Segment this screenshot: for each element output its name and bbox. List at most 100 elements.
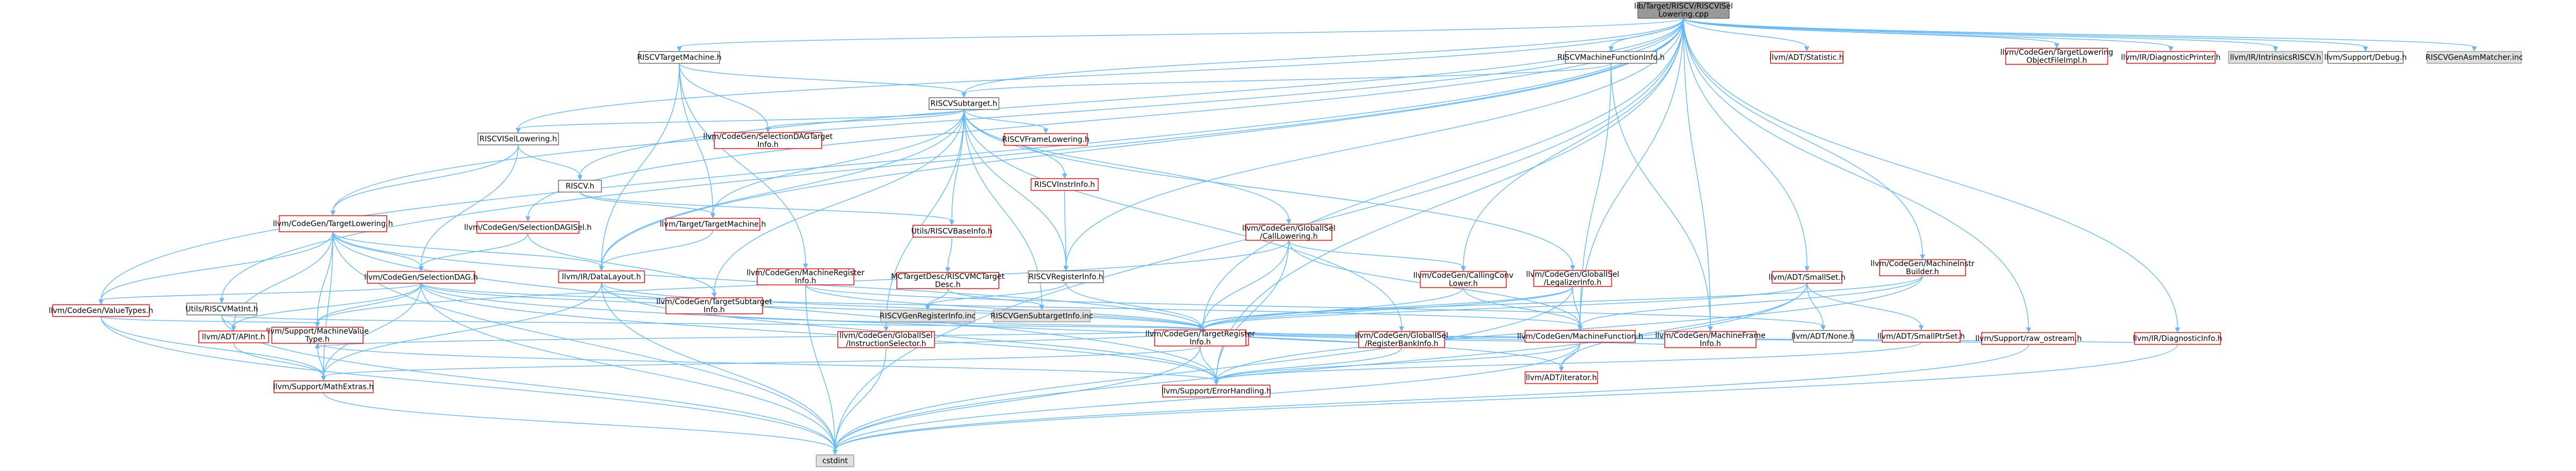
node-cstdint[interactable]: cstdint xyxy=(816,454,854,467)
node-label: lib/Target/RISCV/RISCVISel xyxy=(1634,2,1733,11)
dependency-edge xyxy=(579,192,955,226)
node-instrinfo[interactable]: RISCVInstrInfo.h xyxy=(1031,178,1099,191)
node-box xyxy=(928,97,999,110)
node-box xyxy=(1664,331,1757,348)
node-label: llvm/Support/MathExtras.h xyxy=(273,383,374,392)
node-frame[interactable]: RISCVFrameLowering.h xyxy=(1002,133,1090,146)
node-box xyxy=(1770,51,1844,64)
dependency-edge xyxy=(1683,18,2368,52)
node-label: /RegisterBankInfo.h xyxy=(1365,340,1438,348)
node-smallset[interactable]: llvm/ADT/SmallSet.h xyxy=(1768,271,1846,284)
node-smallptrset[interactable]: llvm/ADT/SmallPtrSet.h xyxy=(1877,330,1965,343)
node-tlowering[interactable]: llvm/CodeGen/TargetLowering.h xyxy=(273,215,393,232)
node-rvmfi[interactable]: RISCVMachineFunctionInfo.h xyxy=(1557,51,1665,64)
node-mathextras[interactable]: llvm/Support/MathExtras.h xyxy=(273,380,374,393)
dependency-edge xyxy=(332,231,424,272)
dependency-edge xyxy=(1608,18,1684,52)
node-targetmachine[interactable]: llvm/Target/TargetMachine.h xyxy=(660,218,766,231)
node-errorhandling[interactable]: llvm/Support/ErrorHandling.h xyxy=(1162,385,1271,398)
dependency-edge xyxy=(1610,63,1713,332)
node-box xyxy=(1028,270,1104,283)
node-intrinsics[interactable]: llvm/IR/IntrinsicsRISCV.h xyxy=(2228,51,2323,64)
node-reginfo-h[interactable]: RISCVRegisterInfo.h xyxy=(1028,270,1104,283)
node-statistic[interactable]: llvm/ADT/Statistic.h xyxy=(1769,51,1844,64)
node-label: llvm/CodeGen/SelectionDAGTarget xyxy=(703,133,833,141)
dependency-edge xyxy=(599,63,680,271)
node-label: llvm/CodeGen/TargetSubtarget xyxy=(656,298,772,306)
node-rvtm[interactable]: RISCVTargetMachine.h xyxy=(637,51,722,64)
dependency-edge xyxy=(1683,18,2180,333)
node-debug[interactable]: llvm/Support/Debug.h xyxy=(2324,51,2407,64)
dependency-edge xyxy=(961,63,1612,98)
node-root[interactable]: lib/Target/RISCV/RISCVISelLowering.cpp xyxy=(1634,2,1733,19)
node-label: RISCVMachineFunctionInfo.h xyxy=(1557,54,1665,62)
dependency-edge xyxy=(321,345,1201,381)
dependency-edge xyxy=(1806,283,1826,331)
node-label: MCTargetDesc/RISCVMCTarget xyxy=(891,273,1005,281)
node-label: Info.h xyxy=(703,306,725,314)
node-box xyxy=(477,133,559,145)
node-label: llvm/ADT/APInt.h xyxy=(202,333,265,342)
node-label: llvm/CodeGen/ValueTypes.h xyxy=(49,307,154,315)
node-box xyxy=(558,180,602,193)
node-baseinfo[interactable]: Utils/RISCVBaseInfo.h xyxy=(911,225,992,238)
node-tlof[interactable]: llvm/CodeGen/TargetLoweringObjectFileImp… xyxy=(2000,48,2113,65)
node-label: RISCVFrameLowering.h xyxy=(1002,136,1090,144)
node-rawostream[interactable]: llvm/Support/raw_ostream.h xyxy=(1975,332,2082,345)
node-instselector[interactable]: llvm/CodeGen/GlobalISel/InstructionSelec… xyxy=(837,331,935,348)
node-isellow-h[interactable]: RISCVISelLowering.h xyxy=(477,133,559,145)
node-apint[interactable]: llvm/ADT/APInt.h xyxy=(198,330,269,343)
dependency-edge xyxy=(332,231,838,455)
node-diagprinter[interactable]: llvm/IR/DiagnosticPrinter.h xyxy=(2121,51,2221,64)
dependency-edge xyxy=(1683,18,2279,52)
node-box xyxy=(2427,51,2522,64)
node-rvsubtarget[interactable]: RISCVSubtarget.h xyxy=(928,97,999,110)
node-utils-matint[interactable]: Utils/RISCVMatInt.h xyxy=(185,303,258,315)
dependency-edge xyxy=(765,109,964,133)
node-datalayout[interactable]: llvm/IR/DataLayout.h xyxy=(558,270,645,283)
dependency-edge xyxy=(315,329,1201,349)
node-label: Lower.h xyxy=(1449,279,1478,288)
node-valuetypes[interactable]: llvm/CodeGen/ValueTypes.h xyxy=(49,304,154,317)
node-reginfo-inc[interactable]: RISCVGenRegisterInfo.inc xyxy=(880,310,976,322)
node-box xyxy=(2327,51,2404,64)
node-adtnone[interactable]: llvm/ADT/None.h xyxy=(1791,330,1855,343)
node-box xyxy=(2228,51,2323,64)
node-label: llvm/CodeGen/MachineRegister xyxy=(746,269,865,277)
node-machinefunction[interactable]: llvm/CodeGen/MachineFunction.h xyxy=(1517,330,1643,343)
node-label: Info.h xyxy=(1700,340,1721,348)
node-box xyxy=(273,380,374,393)
dependency-edge xyxy=(332,231,604,271)
node-box xyxy=(665,297,763,314)
node-regbankinfo[interactable]: llvm/CodeGen/GlobalISel/RegisterBankInfo… xyxy=(1355,331,1448,348)
dependency-edge xyxy=(949,109,964,226)
node-asmmatcher[interactable]: RISCVGenAsmMatcher.inc xyxy=(2426,51,2523,64)
node-box xyxy=(993,310,1091,322)
node-label: llvm/ADT/SmallPtrSet.h xyxy=(1877,333,1965,341)
node-subtarget-inc[interactable]: RISCVGenSubtargetInfo.inc xyxy=(991,310,1093,322)
node-diaginfo[interactable]: llvm/IR/DiagnosticInfo.h xyxy=(2133,332,2223,345)
node-label: /LegalizerInfo.h xyxy=(1544,278,1601,287)
node-riscv-h[interactable]: RISCV.h xyxy=(558,180,602,193)
node-label: llvm/CodeGen/SelectionDAGISel.h xyxy=(464,224,591,232)
node-calllowering[interactable]: llvm/CodeGen/GlobalISel/CallLowering.h xyxy=(1242,224,1336,241)
node-label: llvm/Support/MachineValue xyxy=(266,327,369,336)
node-label: llvm/ADT/SmallSet.h xyxy=(1768,274,1845,282)
node-seldag[interactable]: llvm/CodeGen/SelectionDAG.h xyxy=(364,271,478,284)
node-box xyxy=(665,218,760,231)
dependency-edge xyxy=(1288,240,1466,272)
node-box xyxy=(1245,224,1332,241)
dependency-edge xyxy=(100,316,320,328)
node-legalizer[interactable]: llvm/CodeGen/GlobalISel/LegalizerInfo.h xyxy=(1526,270,1620,287)
node-adtiterator[interactable]: llvm/ADT/iterator.h xyxy=(1525,371,1598,384)
node-seldagisel[interactable]: llvm/CodeGen/SelectionDAGISel.h xyxy=(464,221,592,234)
